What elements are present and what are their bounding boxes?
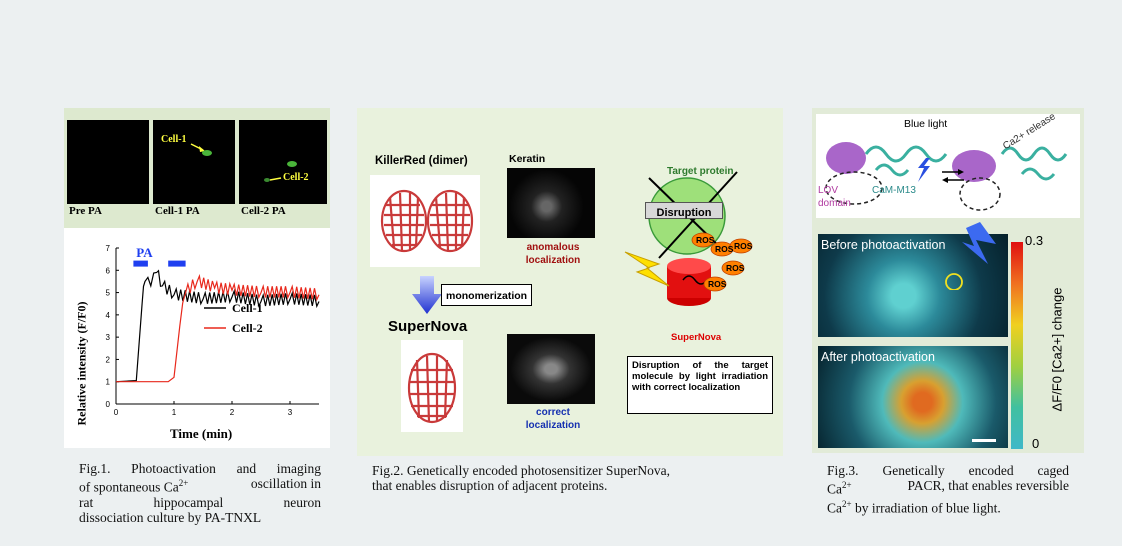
disruption-box: Disruption	[645, 202, 723, 219]
ros-label-2: ROS	[715, 244, 734, 254]
y-tick-label: 7	[106, 244, 111, 253]
monomerization-box: monomerization	[441, 284, 533, 306]
pa-bar	[168, 260, 186, 267]
y-tick-label: 6	[106, 266, 111, 275]
disruption-explanation-box: Disruption of the target molecule by lig…	[627, 356, 773, 414]
fig2-cap-line1: Fig.2. Genetically encoded photosensitiz…	[372, 463, 671, 478]
supernova-label: SuperNova	[388, 318, 468, 335]
cell1-marker: Cell-1	[161, 134, 187, 145]
pa-bar	[133, 260, 148, 267]
lov-label: LOV domain	[818, 185, 851, 209]
keratin-image	[507, 168, 595, 238]
fig2-cap-line2: that enables disruption of adjacent prot…	[372, 478, 608, 493]
fig1-cap-line3: rat hippocampal neuron	[79, 495, 321, 510]
fig3-cap-ca2: Ca	[827, 500, 842, 515]
fig3-cap-line1: Fig.3. Genetically encoded caged	[827, 463, 1069, 478]
fig1-cap-rat: rat	[79, 494, 94, 510]
correct-label: correct localization	[525, 407, 581, 431]
scale-bar	[972, 439, 996, 442]
fig1-cap-neuron: neuron	[283, 494, 321, 510]
disruption-diagram	[624, 171, 753, 306]
series-line-cell-2	[116, 273, 320, 383]
legend-label-cell-2: Cell-2	[232, 321, 263, 335]
fig1-caption: Fig.1. Photoactivation and imaging of sp…	[79, 461, 321, 525]
cam-label: CaM-M13	[872, 185, 916, 196]
micro-label-cell1: Cell-1 PA	[155, 205, 200, 217]
micro-label-cell2: Cell-2 PA	[241, 205, 286, 217]
fig3-cap-sup2: 2+	[842, 498, 852, 509]
fig1-cap-ca: of spontaneous Ca	[79, 479, 179, 495]
pa-label: PA	[136, 245, 153, 260]
cell2-marker: Cell-2	[283, 172, 309, 183]
y-tick-label: 0	[106, 400, 111, 409]
fig3-panel: Blue light LOV domain CaM-M13 Ca2+ relea…	[812, 108, 1084, 453]
pacr-structure-diagram: Blue light LOV domain CaM-M13 Ca2+ relea…	[816, 111, 1080, 218]
fig1-ylabel: Relative intensity (F/F0)	[74, 301, 89, 426]
after-label: After photoactivation	[821, 350, 935, 364]
killerred-structure-icon	[370, 175, 480, 267]
fig2-caption: Fig.2. Genetically encoded photosensitiz…	[372, 463, 764, 493]
fig1-cap-line2: of spontaneous Ca2+ oscillation in	[79, 476, 321, 495]
supernova-small-label: SuperNova	[671, 332, 722, 343]
fig1-cap-sup: 2+	[178, 478, 189, 488]
ros-label-4: ROS	[726, 263, 745, 273]
cell2-arrow-icon	[264, 161, 297, 182]
correct-image	[507, 334, 595, 404]
x-tick-label: 0	[114, 408, 119, 417]
fig1-cap-hippo: hippocampal	[153, 494, 224, 510]
pacr-structure-icon	[825, 142, 1068, 211]
micro-label-pre: Pre PA	[69, 205, 102, 217]
before-label: Before photoactivation	[821, 238, 946, 252]
ros-label-5: ROS	[708, 279, 727, 289]
fig3-caption: Fig.3. Genetically encoded caged Ca2+ PA…	[827, 463, 1069, 515]
y-tick-label: 2	[106, 355, 111, 364]
fig3-cap-sup1: 2+	[842, 480, 852, 490]
scale-max-label: 0.3	[1025, 233, 1044, 248]
keratin-label: Keratin	[509, 153, 546, 165]
series-line-cell-1	[115, 269, 320, 383]
fig3-cap-line3: Ca2+ by irradiation of blue light.	[827, 497, 1069, 516]
ros-label-1: ROS	[696, 235, 715, 245]
cell1-arrow-icon	[190, 143, 212, 156]
fig3-cap-pacr: PACR, that enables reversible	[907, 478, 1069, 493]
fig3-cap-ca1: Ca	[827, 481, 842, 497]
blue-light-bolt-icon	[945, 222, 996, 290]
fig1-cap-osc: oscillation in	[250, 476, 321, 491]
micro-cell2-pa: Cell-2	[239, 120, 327, 204]
target-label: Target protein	[667, 166, 734, 177]
legend-label-cell-1: Cell-1	[232, 301, 263, 315]
color-scale	[1011, 242, 1023, 449]
fig1-panel: Cell-1 Cell-2 Pre PA Cell-1 PA Cell-2 PA…	[64, 108, 330, 448]
fig1-cap-line4: dissociation culture by PA-TNXL	[79, 509, 262, 525]
micro-pre-pa	[67, 120, 149, 204]
after-image	[818, 346, 1008, 448]
y-tick-label: 1	[106, 378, 111, 387]
fig1-xlabel: Time (min)	[170, 426, 233, 441]
blue-light-label: Blue light	[904, 118, 948, 130]
fig1-cap-line1: Fig.1. Photoactivation and imaging	[79, 461, 321, 476]
killerred-label: KillerRed (dimer)	[375, 155, 468, 167]
monomerization-label: monomerization	[446, 290, 528, 302]
micro-cell1-pa: Cell-1	[153, 120, 235, 204]
down-arrow-icon	[412, 276, 442, 314]
y-tick-label: 4	[106, 311, 111, 320]
disruption-explanation: Disruption of the target molecule by lig…	[632, 360, 768, 393]
x-tick-label: 3	[288, 408, 293, 417]
ros-label-3: ROS	[734, 241, 753, 251]
y-tick-label: 5	[106, 289, 111, 298]
x-tick-label: 2	[230, 408, 235, 417]
disruption-label: Disruption	[656, 207, 712, 219]
supernova-structure-icon	[401, 340, 463, 432]
scale-axis-label: ΔF/F0 [Ca2+] change	[1049, 287, 1065, 412]
x-tick-label: 1	[172, 408, 177, 417]
fig3-cap-line2: Ca2+ PACR, that enables reversible	[827, 478, 1069, 497]
y-tick-label: 3	[106, 333, 111, 342]
anomalous-label: anomalous localization	[525, 242, 581, 266]
scale-min-label: 0	[1032, 436, 1040, 451]
fig2-panel: KillerRed (dimer) Keratin anomalous loca…	[357, 108, 783, 456]
fig3-cap-irr: by irradiation of blue light.	[851, 500, 1001, 515]
fig1-chart-bg	[64, 228, 330, 448]
